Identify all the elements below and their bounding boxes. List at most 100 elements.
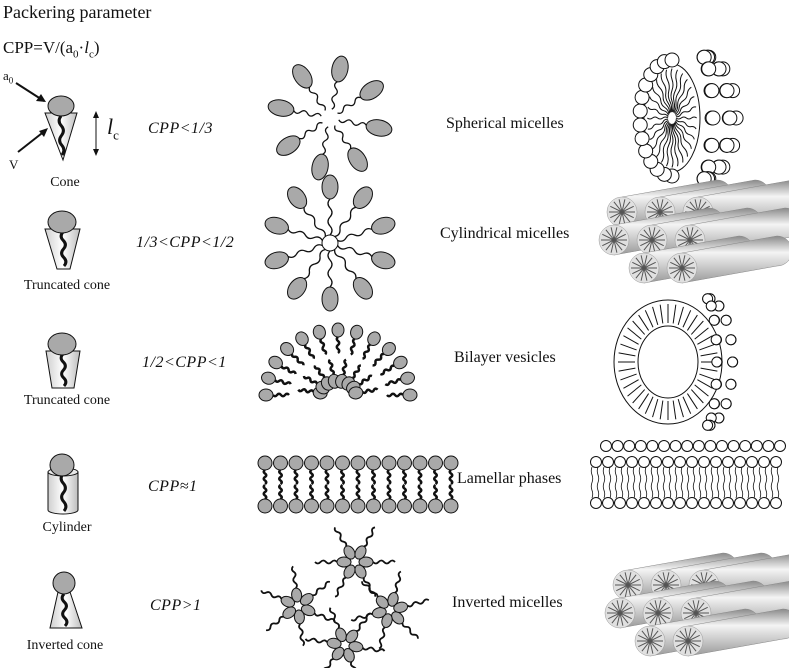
sphere-head [590, 456, 602, 468]
surfactant-head [304, 455, 319, 471]
vesicle-tail [672, 400, 677, 420]
rod-tail [689, 229, 699, 241]
surfactant-head [412, 498, 428, 514]
sphere-head [662, 497, 674, 509]
rod-tail [648, 227, 653, 241]
surfactant-tail [299, 122, 323, 140]
surfactant-head [335, 627, 347, 643]
rod-tail [649, 640, 654, 654]
surfactant-head [367, 331, 381, 346]
surfactant-tail [334, 125, 352, 149]
rod-tail [681, 261, 694, 269]
surfactant-tail [337, 245, 373, 257]
sphere-head [725, 334, 737, 346]
sphere-head [704, 83, 720, 99]
surfactant-molecule [323, 646, 345, 668]
surfactant-head [381, 613, 393, 628]
surfactant-head [343, 564, 356, 579]
rod-tail [619, 574, 629, 586]
rod-body [681, 235, 789, 284]
surfactant-tail [352, 364, 362, 380]
surfactant-head [343, 545, 356, 560]
rod-tail [638, 634, 651, 642]
rod-tail [619, 602, 629, 614]
rod-tail [619, 606, 632, 614]
rod-tail [686, 227, 691, 241]
rod-tail [610, 239, 615, 253]
rod-tail [649, 640, 662, 648]
surfactant-head [326, 637, 342, 649]
rod-tail [646, 606, 659, 614]
surfactant-tail [312, 580, 331, 597]
inverted-micelle-cluster [350, 570, 430, 650]
rod-tail [648, 205, 661, 213]
sphere-head [698, 456, 710, 468]
rod-tail [643, 239, 653, 251]
surfactant-head [352, 186, 373, 209]
surfactant-head [358, 556, 374, 568]
surfactant-molecule [358, 556, 396, 568]
vesicle-tail [694, 327, 709, 340]
truncated-cone-head [47, 210, 77, 234]
sphere-head [669, 440, 682, 452]
sphere-head [602, 497, 614, 509]
cone-tail [57, 115, 66, 156]
sphere-head [710, 334, 722, 346]
surfactant-head [335, 498, 350, 514]
rod-tail [643, 267, 653, 279]
surfactant-head [352, 277, 373, 300]
shape-label-truncated-cone-2: Truncated cone [23, 393, 111, 408]
surfactant-tail [278, 468, 283, 486]
rod-tail [689, 227, 694, 241]
core-tail [674, 86, 692, 115]
surfactant-tail [319, 338, 328, 356]
surfactant-tail [293, 483, 299, 501]
vesicle-tail [700, 367, 718, 372]
surfactant-molecule [348, 641, 386, 653]
surfactant-head [335, 455, 350, 471]
rod-tail [678, 267, 683, 281]
rod-tail [695, 602, 705, 614]
rod-tail [643, 261, 656, 269]
surfactant-tail [338, 119, 367, 126]
sphere-head [692, 440, 705, 452]
sphere-head [634, 131, 650, 147]
rod-tail [613, 227, 618, 241]
sphere-head [664, 52, 680, 68]
rod-tail [654, 578, 667, 586]
surfactant-tail [401, 622, 419, 639]
vesicle-tail [697, 379, 713, 389]
surfactant-molecule [428, 483, 443, 514]
surfactant-head [319, 455, 335, 471]
rod-tail [640, 233, 653, 241]
sphere-head [711, 356, 723, 368]
lamellar-3d [590, 440, 786, 509]
sphere-head [698, 497, 710, 509]
surfactant-molecule [276, 122, 323, 156]
surfactant-head [348, 641, 364, 653]
surfactant-tail [340, 483, 345, 501]
surfactant-head [287, 277, 308, 300]
surfactant-molecule [335, 483, 350, 514]
rod-tail [621, 199, 626, 213]
surfactant-head [350, 324, 364, 340]
rod-tail [665, 572, 670, 586]
surfactant-molecule [292, 64, 326, 111]
shape-label-truncated-cone-1: Truncated cone [23, 278, 111, 293]
surfactant-molecule [260, 590, 296, 608]
core-tail [670, 68, 674, 113]
rod-tail [613, 201, 623, 213]
surfactant-head [350, 498, 366, 514]
surfactant-head [354, 564, 367, 579]
surfactant-tail [302, 375, 319, 385]
rod-tail [659, 205, 672, 213]
surfactant-molecule [443, 483, 459, 514]
lamellar-tail [662, 466, 666, 499]
vesicle-tail [686, 314, 698, 331]
surfactant-molecule [311, 126, 329, 181]
surfactant-tail [309, 483, 314, 501]
vesicle-tail [618, 367, 636, 372]
rod-tail [695, 600, 700, 614]
rod-tail [608, 606, 621, 614]
